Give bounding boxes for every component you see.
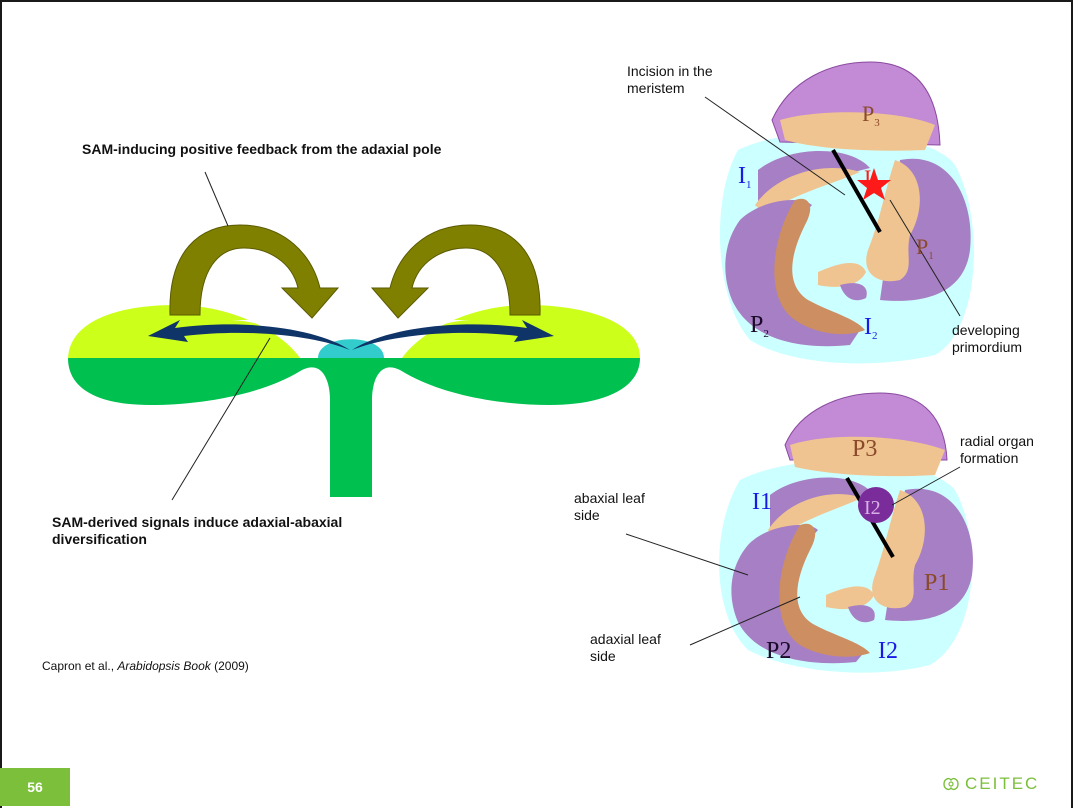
label-signals: SAM-derived signals induce adaxial-abaxi… bbox=[52, 514, 422, 548]
feedback-leader-line bbox=[205, 172, 228, 226]
ceitec-logo-text: CEITEC bbox=[965, 774, 1039, 794]
leaf-diagram bbox=[68, 172, 640, 500]
feedback-arrow-left bbox=[170, 225, 338, 318]
abaxial-lamina bbox=[68, 358, 640, 497]
citation: Capron et al., Arabidopsis Book (2009) bbox=[42, 659, 249, 673]
label-developing: developing primordium bbox=[952, 322, 1042, 356]
citation-title: Arabidopsis Book bbox=[117, 659, 210, 673]
label-p3-bottom: P3 bbox=[852, 436, 877, 462]
slide-number: 56 bbox=[0, 768, 70, 806]
citation-year: (2009) bbox=[211, 659, 249, 673]
label-p2-bottom: P2 bbox=[766, 638, 791, 664]
label-i2-bottom: I2 bbox=[878, 638, 898, 664]
citation-prefix: Capron et al., bbox=[42, 659, 117, 673]
label-incision: Incision in the meristem bbox=[627, 63, 757, 97]
label-p1-bottom: P1 bbox=[924, 570, 949, 596]
label-abaxial: abaxial leaf side bbox=[574, 490, 664, 524]
ceitec-logo: CEITEC bbox=[941, 772, 1039, 796]
label-adaxial: adaxial leaf side bbox=[590, 631, 690, 665]
label-feedback: SAM-inducing positive feedback from the … bbox=[82, 141, 462, 158]
ceitec-logo-icon bbox=[941, 775, 961, 793]
incision-diagram: P3 I1 I2 P1 P2 I2 bbox=[705, 62, 974, 363]
label-i2-center: I2 bbox=[864, 497, 881, 519]
label-radial: radial organ formation bbox=[960, 433, 1060, 467]
feedback-arrow-right bbox=[372, 225, 540, 318]
label-i1-bottom: I1 bbox=[752, 489, 772, 515]
